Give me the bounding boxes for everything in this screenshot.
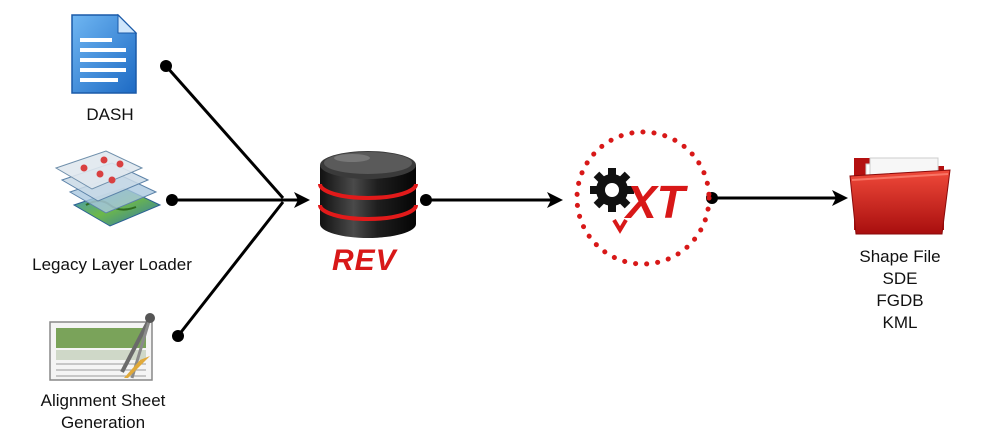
document-icon [71, 13, 138, 94]
source-label-dash: DASH [50, 104, 170, 126]
dot-alignment [172, 330, 184, 342]
dot-dash [160, 60, 172, 72]
source-label-line: Alignment Sheet [40, 391, 166, 410]
arrowhead-output [832, 190, 848, 206]
arrowhead-xt [547, 192, 563, 208]
source-label-alignment: Alignment Sheet Generation [0, 390, 206, 434]
source-label-line: Legacy Layer Loader [32, 255, 192, 274]
drafting-sheet-icon [49, 313, 155, 381]
xt-label: XT [623, 176, 689, 228]
connectors [164, 65, 838, 337]
connector-alignment [176, 201, 285, 337]
dot-legacy [166, 194, 178, 206]
arrowheads [294, 190, 848, 208]
output-label-line: FGDB [876, 291, 924, 310]
source-label-line: Generation [60, 413, 146, 432]
connector-dash [164, 65, 285, 199]
source-label-line: DASH [86, 105, 134, 124]
database-icon [318, 151, 418, 238]
output-label-line: SDE [882, 269, 918, 288]
output-label-line: KML [882, 313, 918, 332]
output-label: Shape File SDE FGDB KML [840, 246, 960, 334]
source-label-legacy: Legacy Layer Loader [0, 254, 224, 276]
red-folder-icon [849, 157, 951, 235]
gear-xt-icon: XT [574, 129, 712, 267]
map-layers-icon [54, 150, 162, 227]
output-label-line: Shape File [859, 247, 941, 266]
rev-label: REV [332, 244, 397, 277]
arrowhead-rev [294, 192, 310, 208]
dot-rev [420, 194, 432, 206]
